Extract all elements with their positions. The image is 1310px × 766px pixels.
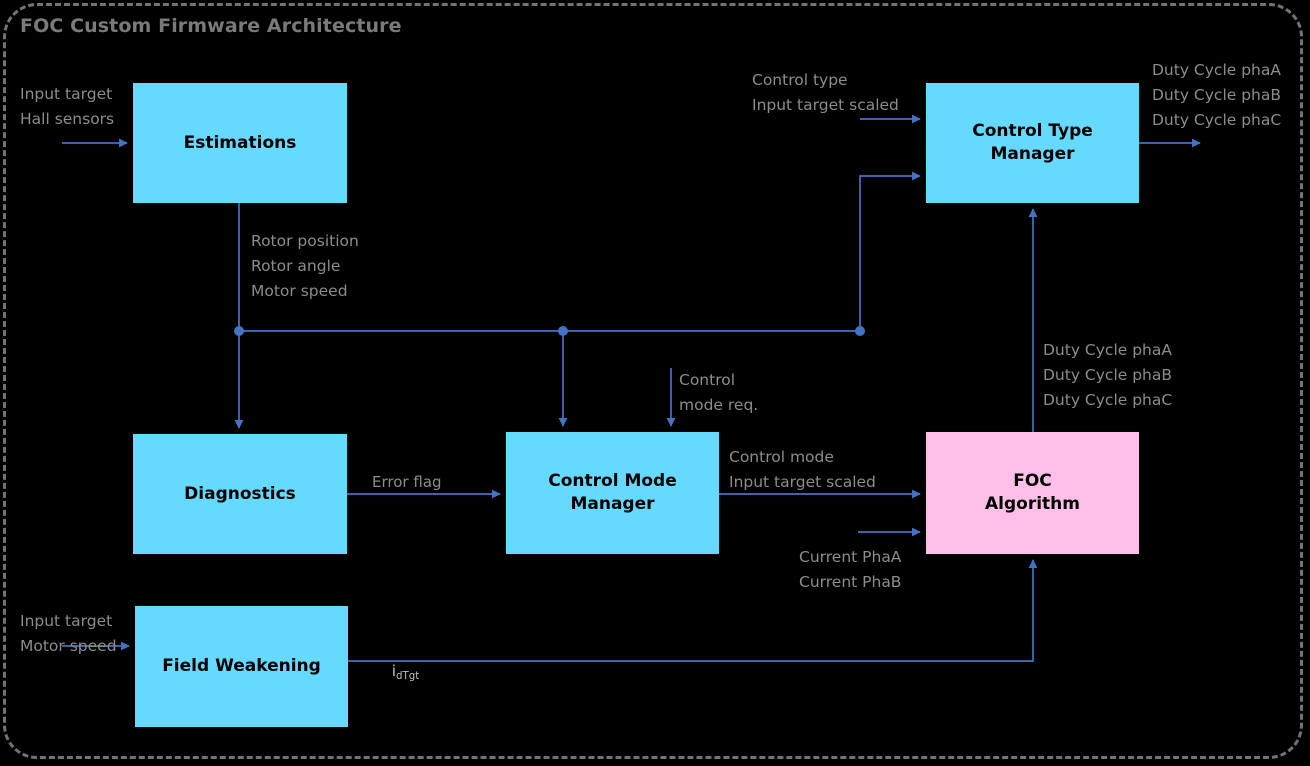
block-control-mode-manager[interactable]: Control Mode Manager bbox=[506, 432, 719, 554]
block-estimations-label: Estimations bbox=[183, 132, 297, 153]
block-control-type-manager[interactable]: Control Type Manager bbox=[926, 83, 1139, 203]
label-error-flag: Error flag bbox=[372, 473, 442, 491]
junction-dot bbox=[234, 326, 244, 336]
diagram-title: FOC Custom Firmware Architecture bbox=[20, 15, 402, 37]
junction-dot bbox=[558, 326, 568, 336]
label-estimations-input: Input target Hall sensors bbox=[20, 85, 115, 129]
label-control-mode-to-foc: Control mode Input target scaled bbox=[729, 448, 876, 492]
label-current-phase-input: Current PhaA Current PhaB bbox=[799, 548, 902, 592]
label-control-type-input: Control type Input target scaled bbox=[752, 71, 899, 115]
label-id-target-base: i bbox=[391, 662, 397, 681]
block-diagnostics-label: Diagnostics bbox=[184, 483, 296, 504]
label-estimations-output: Rotor position Rotor angle Motor speed bbox=[251, 232, 359, 301]
block-foc-algorithm[interactable]: FOC Algorithm bbox=[926, 432, 1139, 554]
label-foc-duty-output: Duty Cycle phaA Duty Cycle phaB Duty Cyc… bbox=[1043, 341, 1173, 410]
block-field-weakening[interactable]: Field Weakening bbox=[135, 606, 348, 727]
block-control-mode-manager-label: Control Mode Manager bbox=[548, 471, 677, 514]
wire-field-weakening-to-foc bbox=[348, 559, 1038, 662]
block-foc-algorithm-label: FOC Algorithm bbox=[985, 471, 1080, 514]
block-field-weakening-label: Field Weakening bbox=[162, 656, 321, 677]
label-id-target: idTgt bbox=[372, 634, 420, 709]
label-control-type-output: Duty Cycle phaA Duty Cycle phaB Duty Cyc… bbox=[1152, 61, 1282, 130]
wire-bus-to-control-type-manager bbox=[859, 171, 921, 331]
block-control-type-manager-label: Control Type Manager bbox=[972, 121, 1093, 164]
block-diagnostics[interactable]: Diagnostics bbox=[133, 434, 347, 554]
label-field-weakening-input: Input target Motor speed bbox=[20, 612, 117, 656]
label-id-target-sub: dTgt bbox=[396, 671, 420, 683]
block-estimations[interactable]: Estimations bbox=[133, 83, 347, 203]
junction-dot bbox=[855, 326, 865, 336]
label-control-mode-req: Control mode req. bbox=[679, 371, 759, 415]
